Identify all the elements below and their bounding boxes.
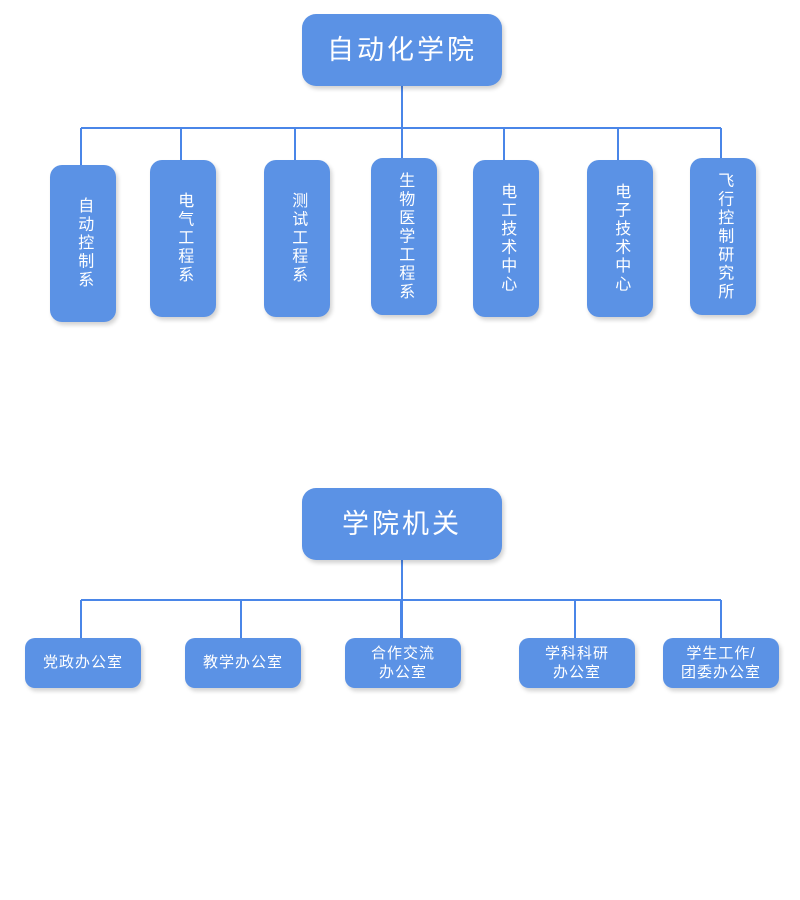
- dept-node-label: 测试工程系: [289, 192, 307, 285]
- office-node-label: 学生工作/ 团委办公室: [680, 644, 761, 681]
- root-node-label: 自动化学院: [327, 34, 477, 65]
- office-node-label: 学科科研 办公室: [544, 644, 609, 681]
- office-node-label: 合作交流 办公室: [370, 644, 435, 681]
- dept-node-electrical-technology-center[interactable]: 电工技术中心: [473, 160, 539, 317]
- dept-node-flight-control-institute[interactable]: 飞行控制研究所: [690, 158, 756, 315]
- dept-node-label: 飞行控制研究所: [715, 171, 733, 302]
- office-node-cooperation-exchange[interactable]: 合作交流 办公室: [345, 638, 461, 688]
- dept-node-automatic-control[interactable]: 自动控制系: [50, 165, 116, 322]
- office-node-teaching[interactable]: 教学办公室: [185, 638, 301, 688]
- dept-node-label: 电工技术中心: [498, 183, 516, 294]
- dept-node-biomedical-engineering[interactable]: 生物医学工程系: [371, 158, 437, 315]
- dept-node-label: 生物医学工程系: [396, 171, 414, 302]
- dept-node-label: 自动控制系: [75, 197, 93, 290]
- office-node-label: 党政办公室: [42, 654, 123, 672]
- root-node-automation-college[interactable]: 自动化学院: [302, 14, 502, 86]
- office-node-party-admin[interactable]: 党政办公室: [25, 638, 141, 688]
- root-node-label: 学院机关: [342, 508, 462, 539]
- dept-node-test-engineering[interactable]: 测试工程系: [264, 160, 330, 317]
- connectors-administrative: [80, 560, 722, 638]
- office-node-discipline-research[interactable]: 学科科研 办公室: [519, 638, 635, 688]
- root-node-college-administration[interactable]: 学院机关: [302, 488, 502, 560]
- office-node-label: 教学办公室: [202, 654, 283, 672]
- office-node-student-affairs-youth-league[interactable]: 学生工作/ 团委办公室: [663, 638, 779, 688]
- dept-node-label: 电气工程系: [175, 192, 193, 285]
- dept-node-electronic-technology-center[interactable]: 电子技术中心: [587, 160, 653, 317]
- connectors-academic: [80, 86, 722, 165]
- dept-node-label: 电子技术中心: [612, 183, 630, 294]
- dept-node-electrical-engineering[interactable]: 电气工程系: [150, 160, 216, 317]
